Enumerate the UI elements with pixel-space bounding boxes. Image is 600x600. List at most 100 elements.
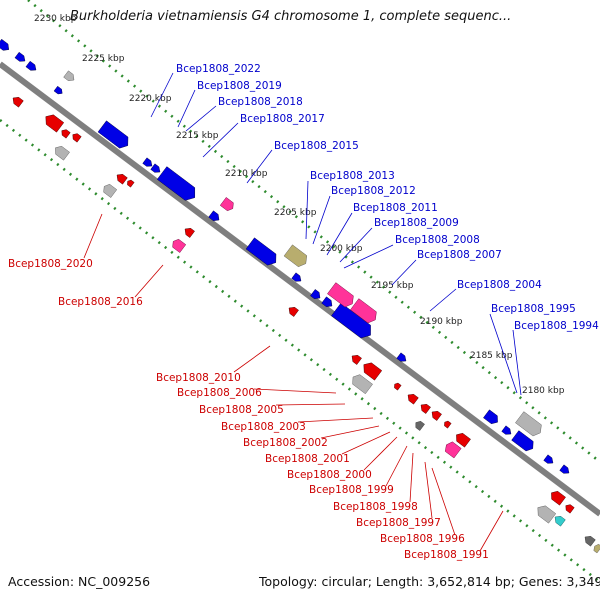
leader-line [202, 122, 239, 158]
gene-arrow [565, 504, 575, 514]
gene-label: Bcep1808_2007 [417, 249, 502, 261]
gene-label: Bcep1808_2012 [331, 185, 416, 197]
leader-line [312, 195, 331, 245]
misc-feature [103, 183, 118, 198]
gene-arrow [420, 403, 431, 414]
tick-label: 2225 kbp [82, 54, 125, 64]
gene-arrow [142, 157, 153, 167]
leader-line [150, 72, 174, 118]
leader-line [185, 105, 217, 132]
gene-arrow [127, 179, 135, 188]
rna-feature [327, 282, 354, 308]
tick-label: 2200 kbp [320, 244, 363, 254]
tick-label: 2190 kbp [420, 317, 463, 327]
tick-label: 2230 kbp [34, 14, 77, 24]
misc-feature [352, 374, 373, 395]
leader-line [246, 149, 273, 184]
gene-label: Bcep1808_2009 [374, 217, 459, 229]
gene-arrow [321, 296, 333, 308]
gene-arrow [363, 362, 383, 381]
leader-line [431, 467, 456, 536]
misc-feature [283, 244, 308, 268]
tick-label: 2195 kbp [371, 281, 414, 291]
leader-line [326, 212, 353, 256]
gene-label: Bcep1808_1991 [404, 549, 489, 561]
tick-labels: 2230 kbp 2225 kbp 2220 kbp 2215 kbp 2210… [34, 14, 565, 396]
gene-label: Bcep1808_2001 [265, 453, 350, 465]
gene-label: Bcep1808_2005 [199, 404, 284, 416]
gene-label: Bcep1808_2019 [197, 80, 282, 92]
gene-label: Bcep1808_2010 [156, 372, 241, 384]
gene-arrow [14, 51, 26, 62]
tick-label: 2215 kbp [176, 131, 219, 141]
tick-label: 2185 kbp [470, 351, 513, 361]
gene-arrow [116, 173, 128, 185]
gene-arrow [45, 114, 65, 133]
gene-arrow [184, 227, 195, 238]
leader-line [409, 452, 414, 503]
accession-text: Accession: NC_009256 [8, 574, 151, 589]
forward-label-leaders [150, 72, 522, 396]
leader-line [177, 89, 196, 128]
gene-label: Bcep1808_2004 [457, 279, 542, 291]
leader-line [83, 213, 103, 259]
leader-line [233, 345, 271, 373]
misc-feature [593, 543, 600, 554]
misc-feature [63, 70, 75, 82]
gene-arrow [72, 133, 82, 143]
gene-label: Bcep1808_2016 [58, 296, 143, 308]
leader-line [134, 264, 164, 298]
gene-arrow [444, 420, 452, 429]
reverse-strand-genes [12, 96, 575, 514]
rna-feature [350, 298, 377, 324]
leader-line [275, 403, 346, 406]
gene-arrow [394, 382, 402, 391]
leader-line [253, 388, 337, 394]
gene-arrow [245, 237, 277, 266]
gene-label: Bcep1808_2020 [8, 258, 93, 270]
rna-feature [219, 197, 234, 212]
gene-label: Bcep1808_2002 [243, 437, 328, 449]
tick-label: 2210 kbp [225, 169, 268, 179]
topology-stats-text: Topology: circular; Length: 3,652,814 bp… [259, 574, 600, 589]
gene-label: Bcep1808_1996 [380, 533, 465, 545]
forward-strand-genes [0, 38, 570, 474]
leader-line [489, 313, 518, 394]
gene-arrow [97, 120, 129, 149]
gene-arrow [0, 38, 10, 51]
leader-line [343, 244, 394, 269]
gene-arrow [551, 490, 566, 506]
gene-label: Bcep1808_2017 [240, 113, 325, 125]
chromosome-backbone [0, 61, 600, 517]
gene-label: Bcep1808_2022 [176, 63, 261, 75]
gene-label: Bcep1808_2011 [353, 202, 438, 214]
gene-label: Bcep1808_2013 [310, 170, 395, 182]
gene-label: Bcep1808_1995 [491, 303, 576, 315]
misc-feature [537, 505, 557, 524]
gene-label: Bcep1808_2003 [221, 421, 306, 433]
gene-arrow [310, 289, 321, 300]
gene-arrow [61, 129, 71, 139]
tick-label: 2220 kbp [129, 94, 172, 104]
leader-line [297, 417, 374, 423]
leader-line [391, 259, 417, 286]
leader-line [339, 227, 373, 263]
gene-label: Bcep1808_2018 [218, 96, 303, 108]
tick-label: 2180 kbp [522, 386, 565, 396]
misc-feature [554, 515, 566, 527]
gene-arrow [396, 352, 407, 362]
gene-arrow [288, 306, 299, 317]
gene-arrow [543, 454, 554, 464]
map-title: Burkholderia vietnamiensis G4 chromosome… [70, 9, 512, 24]
gene-arrow [511, 430, 534, 452]
leader-line [305, 180, 309, 240]
gene-arrow [483, 409, 498, 425]
outer-ruler-line [27, 0, 600, 464]
gene-arrow [331, 302, 371, 339]
gene-label: Bcep1808_1994 [514, 320, 599, 332]
gene-arrow [12, 96, 24, 108]
gene-label: Bcep1808_2000 [287, 469, 372, 481]
gene-label: Bcep1808_1997 [356, 517, 441, 529]
gene-arrow [291, 272, 302, 282]
